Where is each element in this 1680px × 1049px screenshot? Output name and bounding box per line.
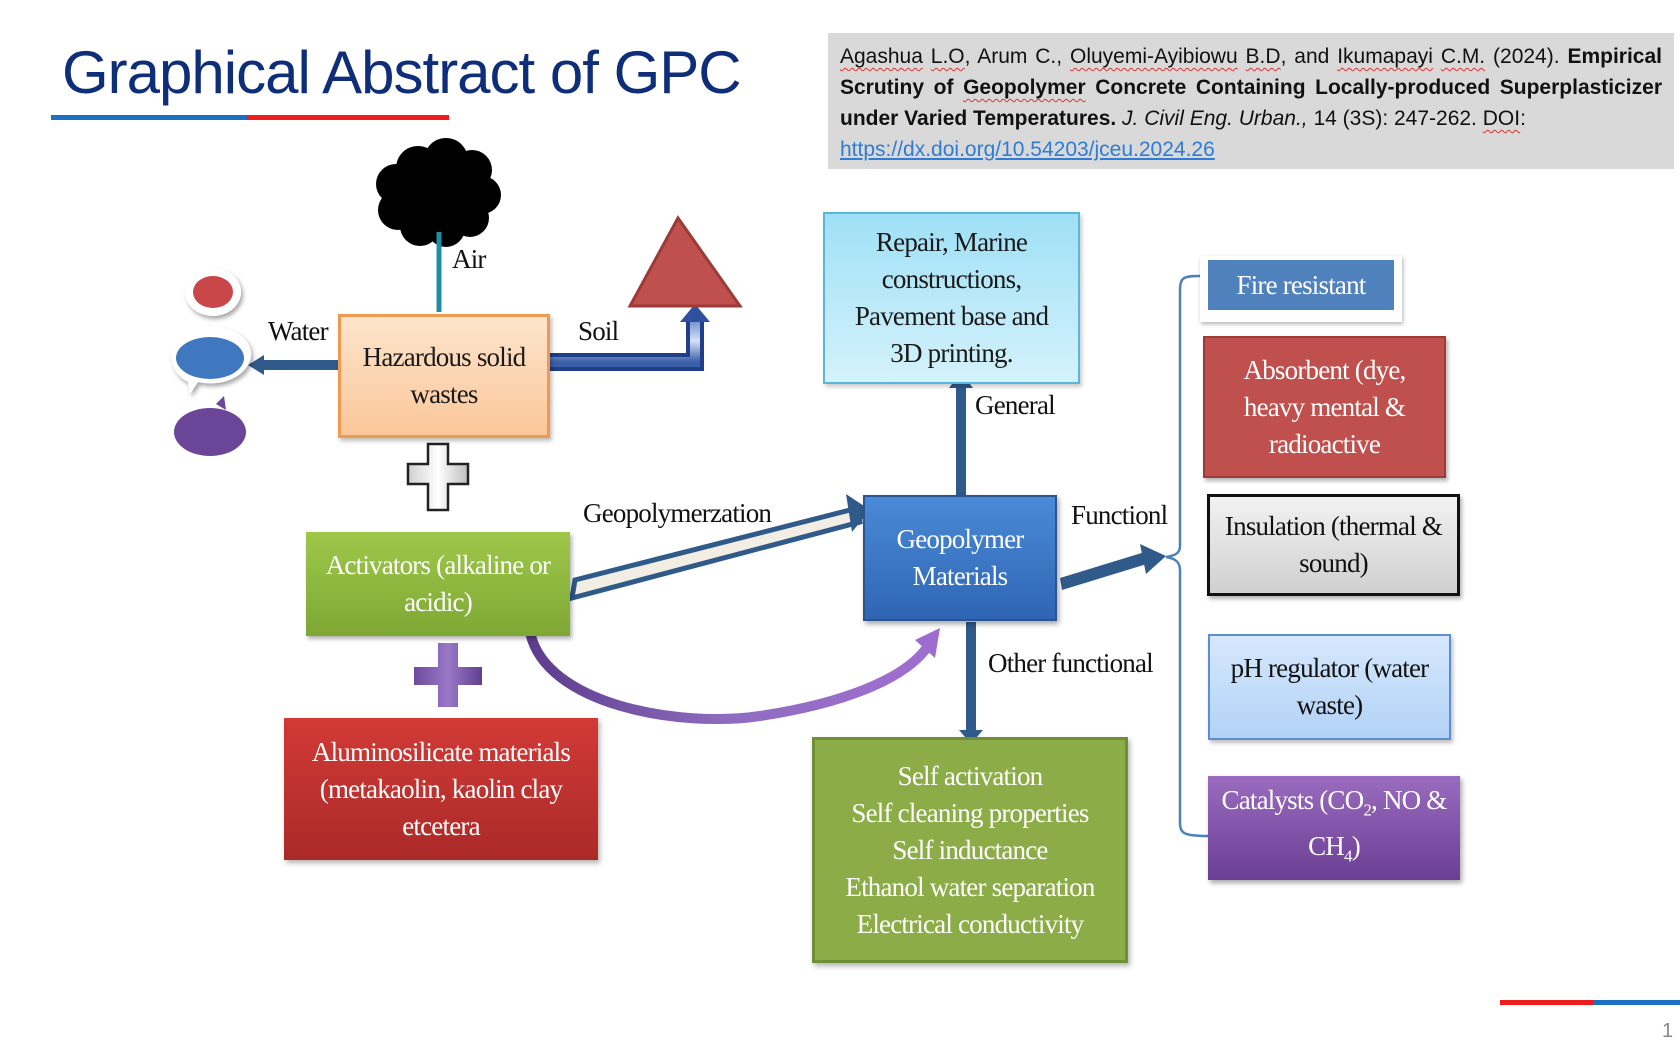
citation-year: (2024). — [1485, 45, 1568, 68]
catalysts-label: Catalysts (CO2, NO & CH4) — [1220, 782, 1448, 875]
fire-resistant-label: Fire resistant — [1236, 269, 1366, 300]
subscript: 4 — [1344, 846, 1352, 866]
citation-author: Ikumapayi — [1337, 45, 1433, 68]
footer-rule-red — [1500, 1000, 1593, 1005]
other-functional-box: Self activation Self cleaning properties… — [812, 737, 1128, 963]
citation-title-part: Concrete Containing Locally-produced Sup… — [840, 76, 1662, 130]
general-applications-box: Repair, Marine constructions, Pavement b… — [823, 212, 1080, 384]
general-label: General — [975, 390, 1056, 420]
hazardous-wastes-label: Hazardous solid wastes — [362, 342, 527, 409]
citation-doi-link[interactable]: https://dx.doi.org/10.54203/jceu.2024.26 — [840, 138, 1215, 161]
citation-author: , Arum C., — [964, 45, 1070, 68]
citation-author: Oluyemi-Ayibiowu — [1069, 45, 1238, 68]
absorbent-label: Absorbent (dye, heavy mental & radioacti… — [1243, 354, 1407, 459]
activators-label: Activators (alkaline or acidic) — [325, 550, 551, 617]
water-arrow — [248, 355, 340, 375]
functional-label: Functionl — [1071, 500, 1168, 530]
geopolymer-materials-label: Geopolymer Materials — [896, 524, 1025, 591]
ph-regulator-box: pH regulator (water waste) — [1208, 634, 1451, 740]
general-arrow — [949, 372, 973, 496]
curved-feedback-arrow — [525, 627, 940, 725]
absorbent-box: Absorbent (dye, heavy mental & radioacti… — [1203, 336, 1446, 478]
soil-label: Soil — [578, 316, 619, 346]
activators-box: Activators (alkaline or acidic) — [306, 532, 570, 636]
citation-author: L.O — [930, 45, 965, 68]
other-functional-label: Other functional — [988, 648, 1154, 678]
citation-title: Empirical Scrutiny of Geopolymer Concret… — [840, 45, 1662, 130]
hazardous-wastes-box: Hazardous solid wastes — [338, 314, 550, 438]
functional-bracket — [1165, 274, 1211, 838]
other-functional-item: Ethanol water separation — [845, 871, 1095, 902]
other-functional-item: Self inductance — [892, 834, 1048, 865]
cloud-icon — [376, 138, 501, 247]
fire-resistant-box: Fire resistant — [1208, 260, 1394, 310]
geopolymer-materials-box: Geopolymer Materials — [863, 495, 1057, 621]
red-droplet-icon — [185, 268, 241, 316]
footer-rule-blue — [1593, 1000, 1680, 1005]
title-underline-blue — [51, 115, 247, 120]
citation-author: Agashua — [840, 45, 923, 68]
purple-speech-bubble-icon — [174, 396, 246, 456]
plus-icon — [406, 442, 470, 512]
geopolymerization-label: Geopolymerzation — [583, 498, 772, 528]
subscript: 2 — [1363, 800, 1372, 819]
citation-author: B.D — [1245, 45, 1281, 68]
citation-author: C.M. — [1440, 45, 1486, 68]
ph-regulator-label: pH regulator (water waste) — [1230, 653, 1430, 720]
catalysts-text: , NO & CH — [1308, 784, 1447, 861]
other-functional-item: Electrical conductivity — [856, 908, 1085, 939]
purple-plus-icon — [414, 643, 482, 707]
slide-title: Graphical Abstract of GPC — [62, 39, 742, 106]
catalysts-box: Catalysts (CO2, NO & CH4) — [1208, 776, 1460, 880]
soil-arrow — [548, 304, 710, 371]
title-underline-red — [247, 115, 449, 120]
insulation-box: Insulation (thermal & sound) — [1207, 494, 1460, 596]
other-functional-item: Self activation — [897, 760, 1044, 791]
blue-speech-bubble-icon — [171, 326, 252, 394]
other-functional-item: Self cleaning properties — [851, 797, 1089, 828]
citation-doi-colon: : — [1520, 107, 1526, 130]
citation-doi-label: DOI — [1482, 107, 1521, 130]
insulation-label: Insulation (thermal & sound) — [1224, 511, 1443, 578]
citation-box: Agashua L.O, Arum C., Oluyemi-Ayibiowu B… — [828, 33, 1674, 169]
page-number: 1 — [1662, 1020, 1674, 1042]
soil-triangle-icon — [627, 215, 743, 308]
aluminosilicate-box: Aluminosilicate materials (metakaolin, k… — [284, 718, 598, 860]
catalysts-text: Catalysts (CO — [1221, 784, 1364, 815]
citation-title-part: Empirical Scrutiny of — [840, 45, 1662, 99]
citation-title-part: Geopolymer — [963, 76, 1086, 99]
functional-arrow — [1060, 544, 1166, 590]
citation-author: , and — [1280, 45, 1338, 68]
other-functional-arrow — [959, 622, 983, 744]
air-label: Air — [452, 244, 486, 274]
citation-volume-pages: 14 (3S): 247-262. — [1307, 107, 1483, 130]
geopolymerization-arrow — [568, 494, 870, 602]
general-applications-label: Repair, Marine constructions, Pavement b… — [854, 227, 1049, 368]
water-label: Water — [268, 316, 329, 346]
catalysts-text: ) — [1351, 831, 1361, 861]
citation-journal: J. Civil Eng. Urban., — [1116, 107, 1308, 130]
aluminosilicate-label: Aluminosilicate materials (metakaolin, k… — [311, 736, 571, 841]
